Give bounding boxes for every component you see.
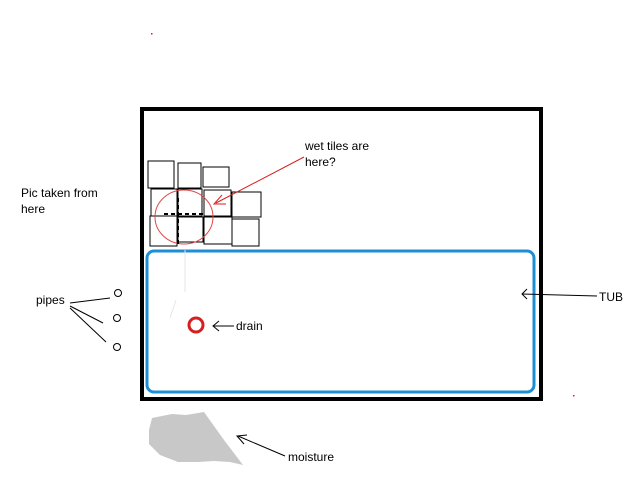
pipes (113, 289, 122, 351)
tile (231, 191, 262, 218)
tile (149, 215, 178, 247)
pipe-icon (113, 343, 121, 351)
pipe-icon (113, 314, 121, 322)
wet-tiles-label: wet tiles are here? (305, 139, 370, 169)
moisture-arrowhead (235, 434, 248, 445)
tile (202, 166, 230, 188)
pipes-pointer-lines (69, 297, 111, 343)
tile (203, 216, 233, 245)
tile (150, 188, 178, 217)
drain-arrowhead (212, 320, 220, 332)
drain-icon (187, 316, 205, 334)
pic-taken-label: Pic taken from here (21, 186, 98, 216)
tile (203, 189, 232, 217)
pipes-label: pipes (36, 293, 65, 307)
tile (177, 216, 204, 243)
drain-label: drain (236, 319, 263, 333)
tile (177, 162, 202, 189)
pipe-icon (114, 289, 122, 297)
stray-dot (151, 33, 153, 35)
wet-tiles-arrowhead (212, 194, 226, 205)
wet-tiles-arrow (215, 156, 305, 204)
moisture-blob (149, 412, 243, 465)
tub-arrow (521, 293, 598, 297)
moisture-label: moisture (288, 450, 335, 464)
tile (177, 188, 203, 217)
tub (145, 249, 536, 394)
tiles (147, 160, 262, 247)
bathroom-outline (140, 107, 543, 401)
tub-label: TUB (599, 290, 623, 304)
tub-arrowhead (521, 288, 528, 300)
tile (147, 160, 175, 189)
faint-marks (169, 250, 186, 319)
stray-dot (573, 395, 575, 397)
wet-area-circle (154, 189, 214, 245)
tile (231, 218, 260, 247)
moisture-arrow (237, 435, 286, 457)
gap-marks (164, 198, 205, 246)
